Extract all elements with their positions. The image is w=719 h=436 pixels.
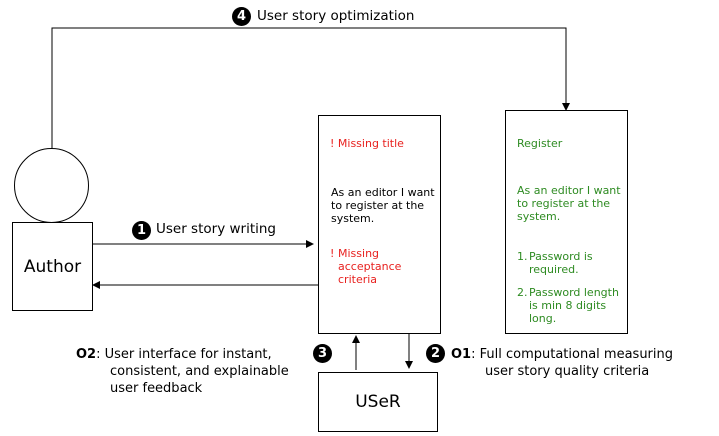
final-story-text: As an editor I want to register at the s…	[517, 184, 621, 223]
author-head-icon	[14, 148, 89, 223]
story-title: Register	[517, 137, 563, 150]
criterion-number: 1.	[517, 250, 528, 263]
objective-o1-tag: O1	[451, 347, 472, 362]
step-1-badge: 1	[132, 221, 151, 240]
step-4-badge: 4	[232, 7, 251, 26]
final-story-card: Register As an editor I want to register…	[505, 110, 628, 334]
draft-story-card: ! Missing title As an editor I want to r…	[318, 115, 441, 334]
objective-o2-text-line2: consistent, and explainable	[110, 364, 289, 379]
optimization-arrow	[51, 27, 570, 148]
objective-o1-text: : Full computational measuring	[471, 347, 674, 362]
step-3-badge: 3	[313, 344, 332, 363]
missing-ac-warning: Missing acceptance criteria	[338, 247, 402, 286]
criterion-number: 2.	[517, 286, 528, 299]
draft-story-text: As an editor I want to register at the s…	[331, 186, 435, 225]
author-box: Author	[12, 222, 93, 311]
objective-o2-text: : User interface for instant,	[96, 347, 272, 362]
criterion-text: Password is required.	[529, 250, 593, 276]
objective-o2: O2: User interface for instant, consiste…	[76, 346, 316, 397]
objective-o2-tag: O2	[76, 347, 97, 362]
step-2-badge: 2	[426, 344, 445, 363]
criterion-text: Password length is min 8 digits long.	[529, 286, 619, 325]
acceptance-criteria: 1. Password is required. 2. Password len…	[517, 250, 625, 335]
user-tool-label: USeR	[355, 392, 401, 412]
objective-o1-text-line2: user story quality criteria	[485, 364, 650, 379]
objective-o1: O1: Full computational measuring user st…	[451, 346, 717, 380]
step-1-label: User story writing	[156, 221, 276, 237]
missing-title-warning: ! Missing title	[330, 137, 404, 150]
user-tool-box: USeR	[318, 372, 438, 432]
objective-o2-text-line3: user feedback	[110, 381, 203, 396]
missing-ac-marker: !	[330, 247, 335, 260]
author-label: Author	[23, 256, 82, 277]
criterion-item: 2. Password length is min 8 digits long.	[517, 286, 625, 325]
step-4-label: User story optimization	[257, 8, 415, 24]
criterion-item: 1. Password is required.	[517, 250, 625, 276]
